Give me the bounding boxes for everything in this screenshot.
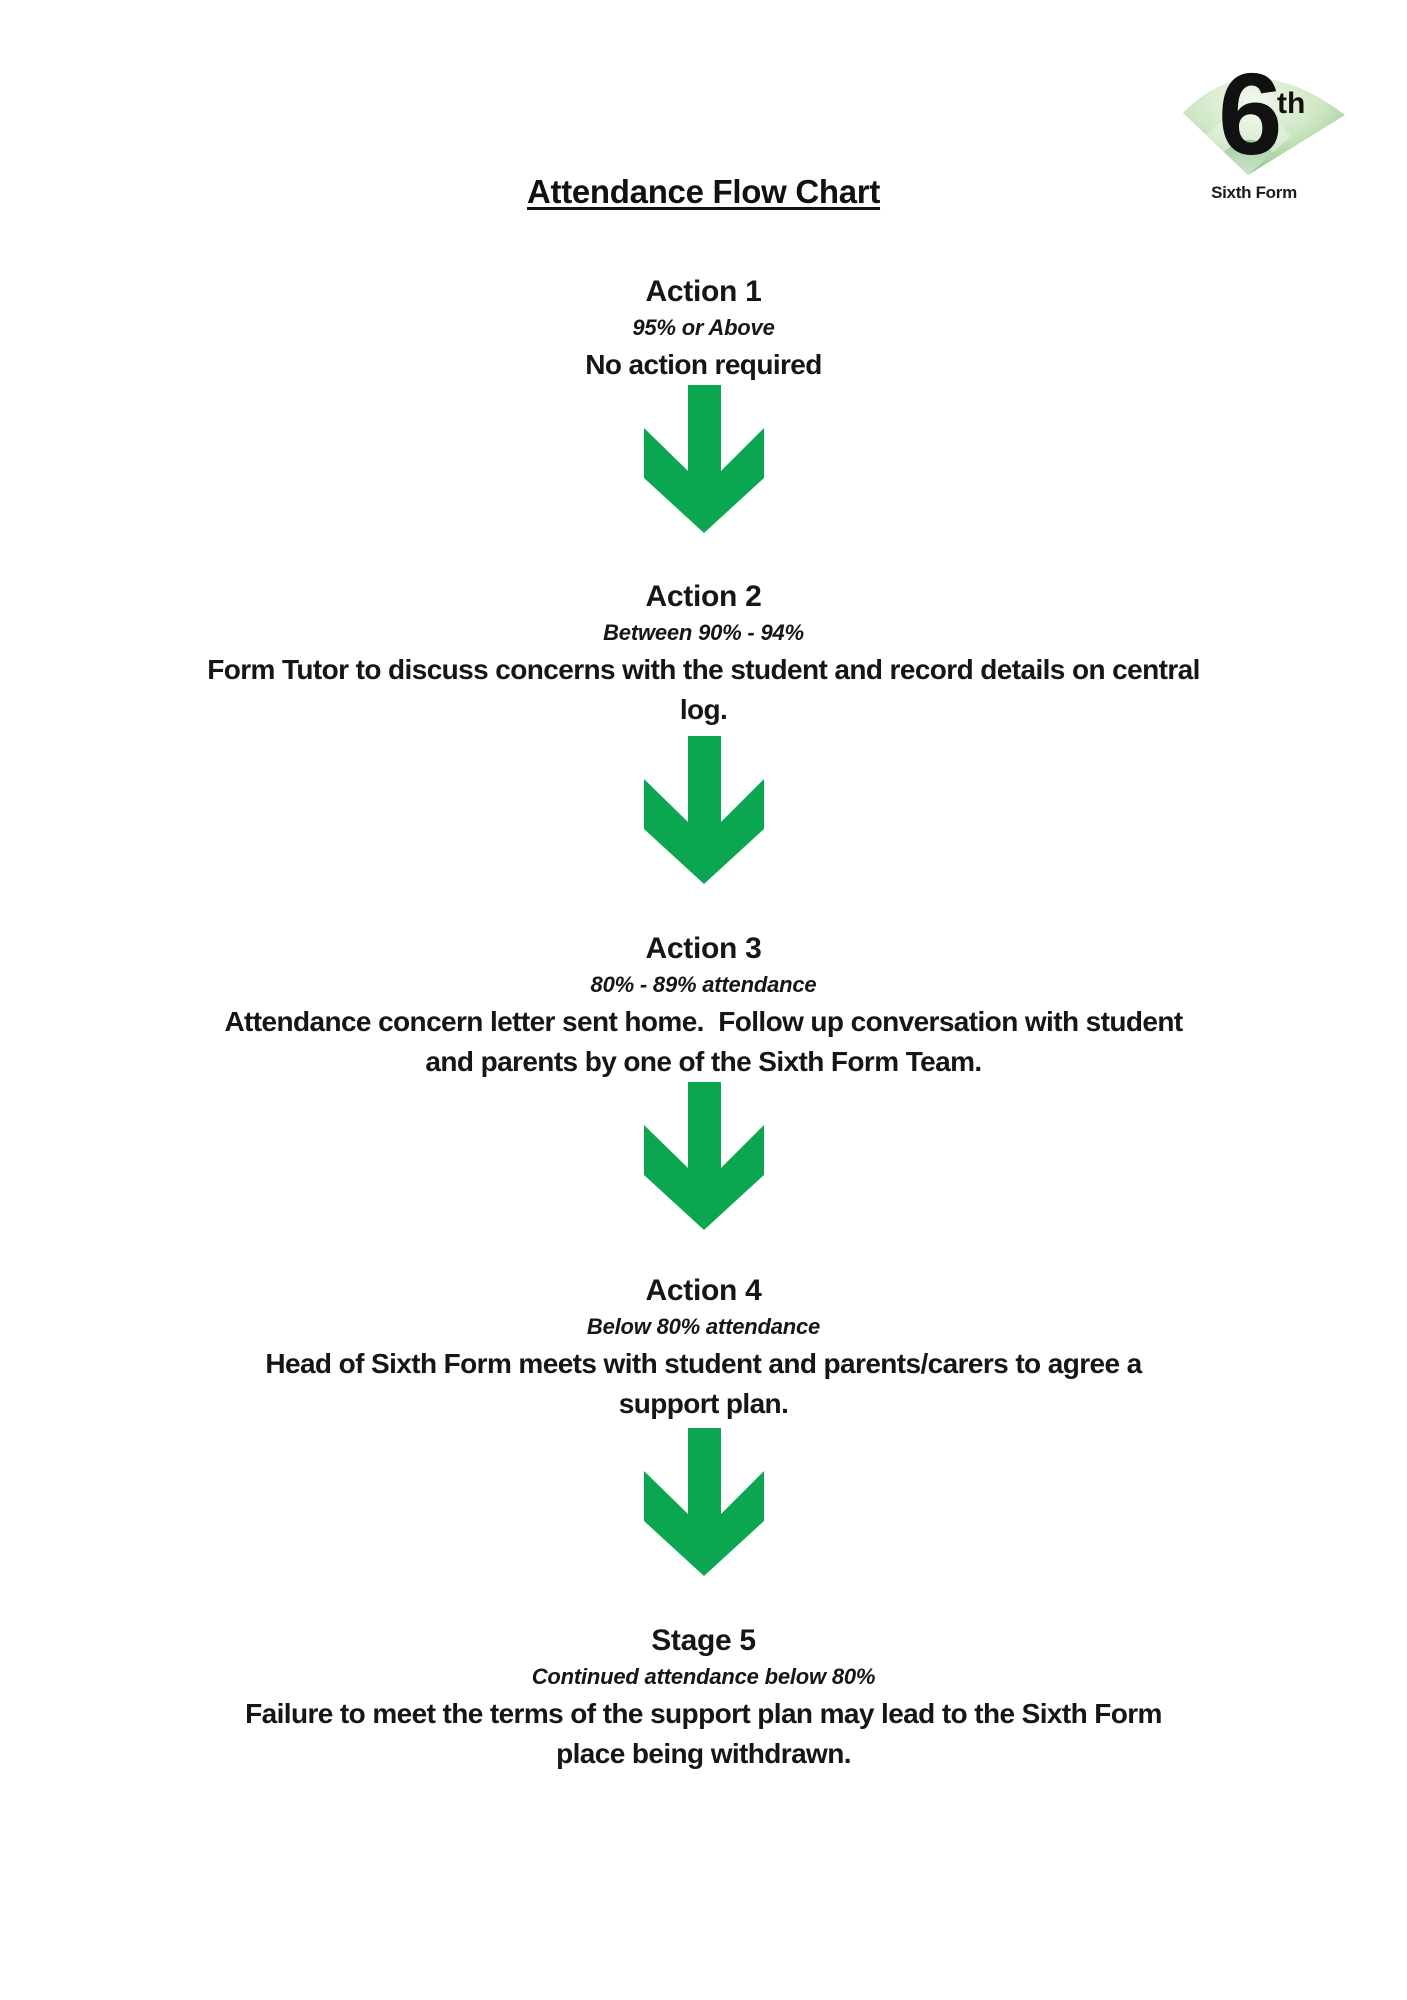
flow-step-action-4: Action 4 Below 80% attendance Head of Si…	[265, 1272, 1142, 1424]
step-action-text: Form Tutor to discuss concerns with the …	[207, 654, 1200, 725]
logo-numeral: 6	[1218, 57, 1283, 179]
green-fan-icon	[1183, 78, 1345, 175]
step-action-text: No action required	[585, 349, 822, 380]
down-arrow-icon	[643, 1082, 764, 1230]
flow-chart: Attendance Flow Chart Action 1 95% or Ab…	[207, 173, 1200, 1774]
logo-caption: Sixth Form	[1211, 183, 1297, 202]
step-heading: Stage 5	[651, 1624, 756, 1657]
logo-superscript: th	[1277, 87, 1305, 120]
step-action-text: Failure to meet the terms of the support…	[245, 1698, 1162, 1769]
step-criteria: Between 90% - 94%	[603, 620, 804, 645]
step-heading: Action 2	[645, 580, 762, 613]
step-criteria: 95% or Above	[632, 315, 775, 340]
flow-step-stage-5: Stage 5 Continued attendance below 80% F…	[245, 1622, 1162, 1774]
flow-step-action-3: Action 3 80% - 89% attendance Attendance…	[224, 930, 1183, 1082]
down-arrow-icon	[643, 1428, 764, 1576]
step-heading: Action 1	[645, 275, 762, 308]
step-criteria: 80% - 89% attendance	[590, 972, 817, 997]
step-action-text: Attendance concern letter sent home. Fol…	[224, 1006, 1183, 1077]
page-title: Attendance Flow Chart	[526, 173, 881, 210]
step-criteria: Continued attendance below 80%	[531, 1664, 876, 1689]
step-heading: Action 3	[645, 932, 762, 965]
step-action-text: Head of Sixth Form meets with student an…	[265, 1348, 1142, 1419]
sixth-form-logo: 6 th Sixth Form	[1183, 57, 1345, 202]
down-arrow-icon	[643, 385, 764, 533]
flow-step-action-1: Action 1 95% or Above No action required	[585, 273, 822, 385]
step-criteria: Below 80% attendance	[586, 1314, 821, 1339]
down-arrow-icon	[643, 736, 764, 884]
flow-step-action-2: Action 2 Between 90% - 94% Form Tutor to…	[207, 578, 1200, 730]
step-heading: Action 4	[645, 1274, 762, 1307]
